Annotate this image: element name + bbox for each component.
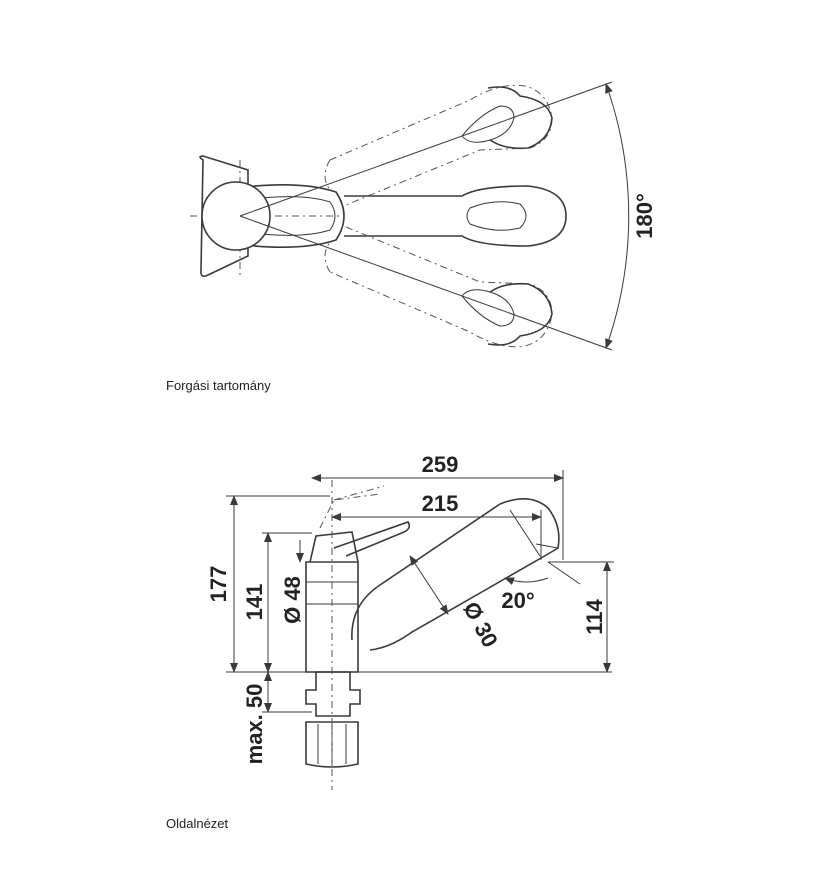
spout-middle: [344, 185, 567, 247]
dim-arc-20deg: [504, 577, 549, 585]
top-view-caption: Forgási tartomány: [166, 378, 271, 393]
side-view-caption: Oldalnézet: [166, 816, 229, 831]
lever-handle: [333, 521, 411, 557]
dim-label-114: 114: [582, 598, 607, 634]
mount-fitting: [305, 671, 361, 717]
dim-label-177: 177: [206, 566, 231, 603]
body-circle: [201, 181, 271, 251]
mount-nut: [305, 721, 359, 768]
side-view-diagram: 259 215 177 141 Ø 48 Ø 30 20° 114 max. 5…: [206, 452, 614, 790]
dim-label-215: 215: [422, 491, 459, 516]
base-plate: [199, 155, 249, 277]
spout-lower-ghost: [324, 226, 553, 348]
angle-extension-lower: [239, 215, 613, 351]
spout-upper-ghost: [324, 84, 553, 206]
rotation-angle-label: 180°: [632, 193, 657, 239]
lever-ghost: [319, 493, 381, 529]
dim-label-259: 259: [422, 452, 459, 477]
dim-label-141: 141: [242, 584, 267, 621]
top-view-diagram: 180°: [190, 81, 657, 351]
dim-label-d30: Ø 30: [458, 598, 502, 652]
dim-label-max50: max. 50: [242, 684, 267, 765]
lever-loop: [235, 184, 345, 248]
rotation-arc: [605, 83, 630, 349]
spout: [351, 498, 560, 651]
angle-extension-upper: [239, 81, 613, 217]
dim-line-d30: [409, 555, 449, 615]
dim-label-20deg: 20°: [501, 588, 534, 613]
dim-label-d48: Ø 48: [280, 576, 305, 624]
lever-head: [309, 531, 359, 563]
